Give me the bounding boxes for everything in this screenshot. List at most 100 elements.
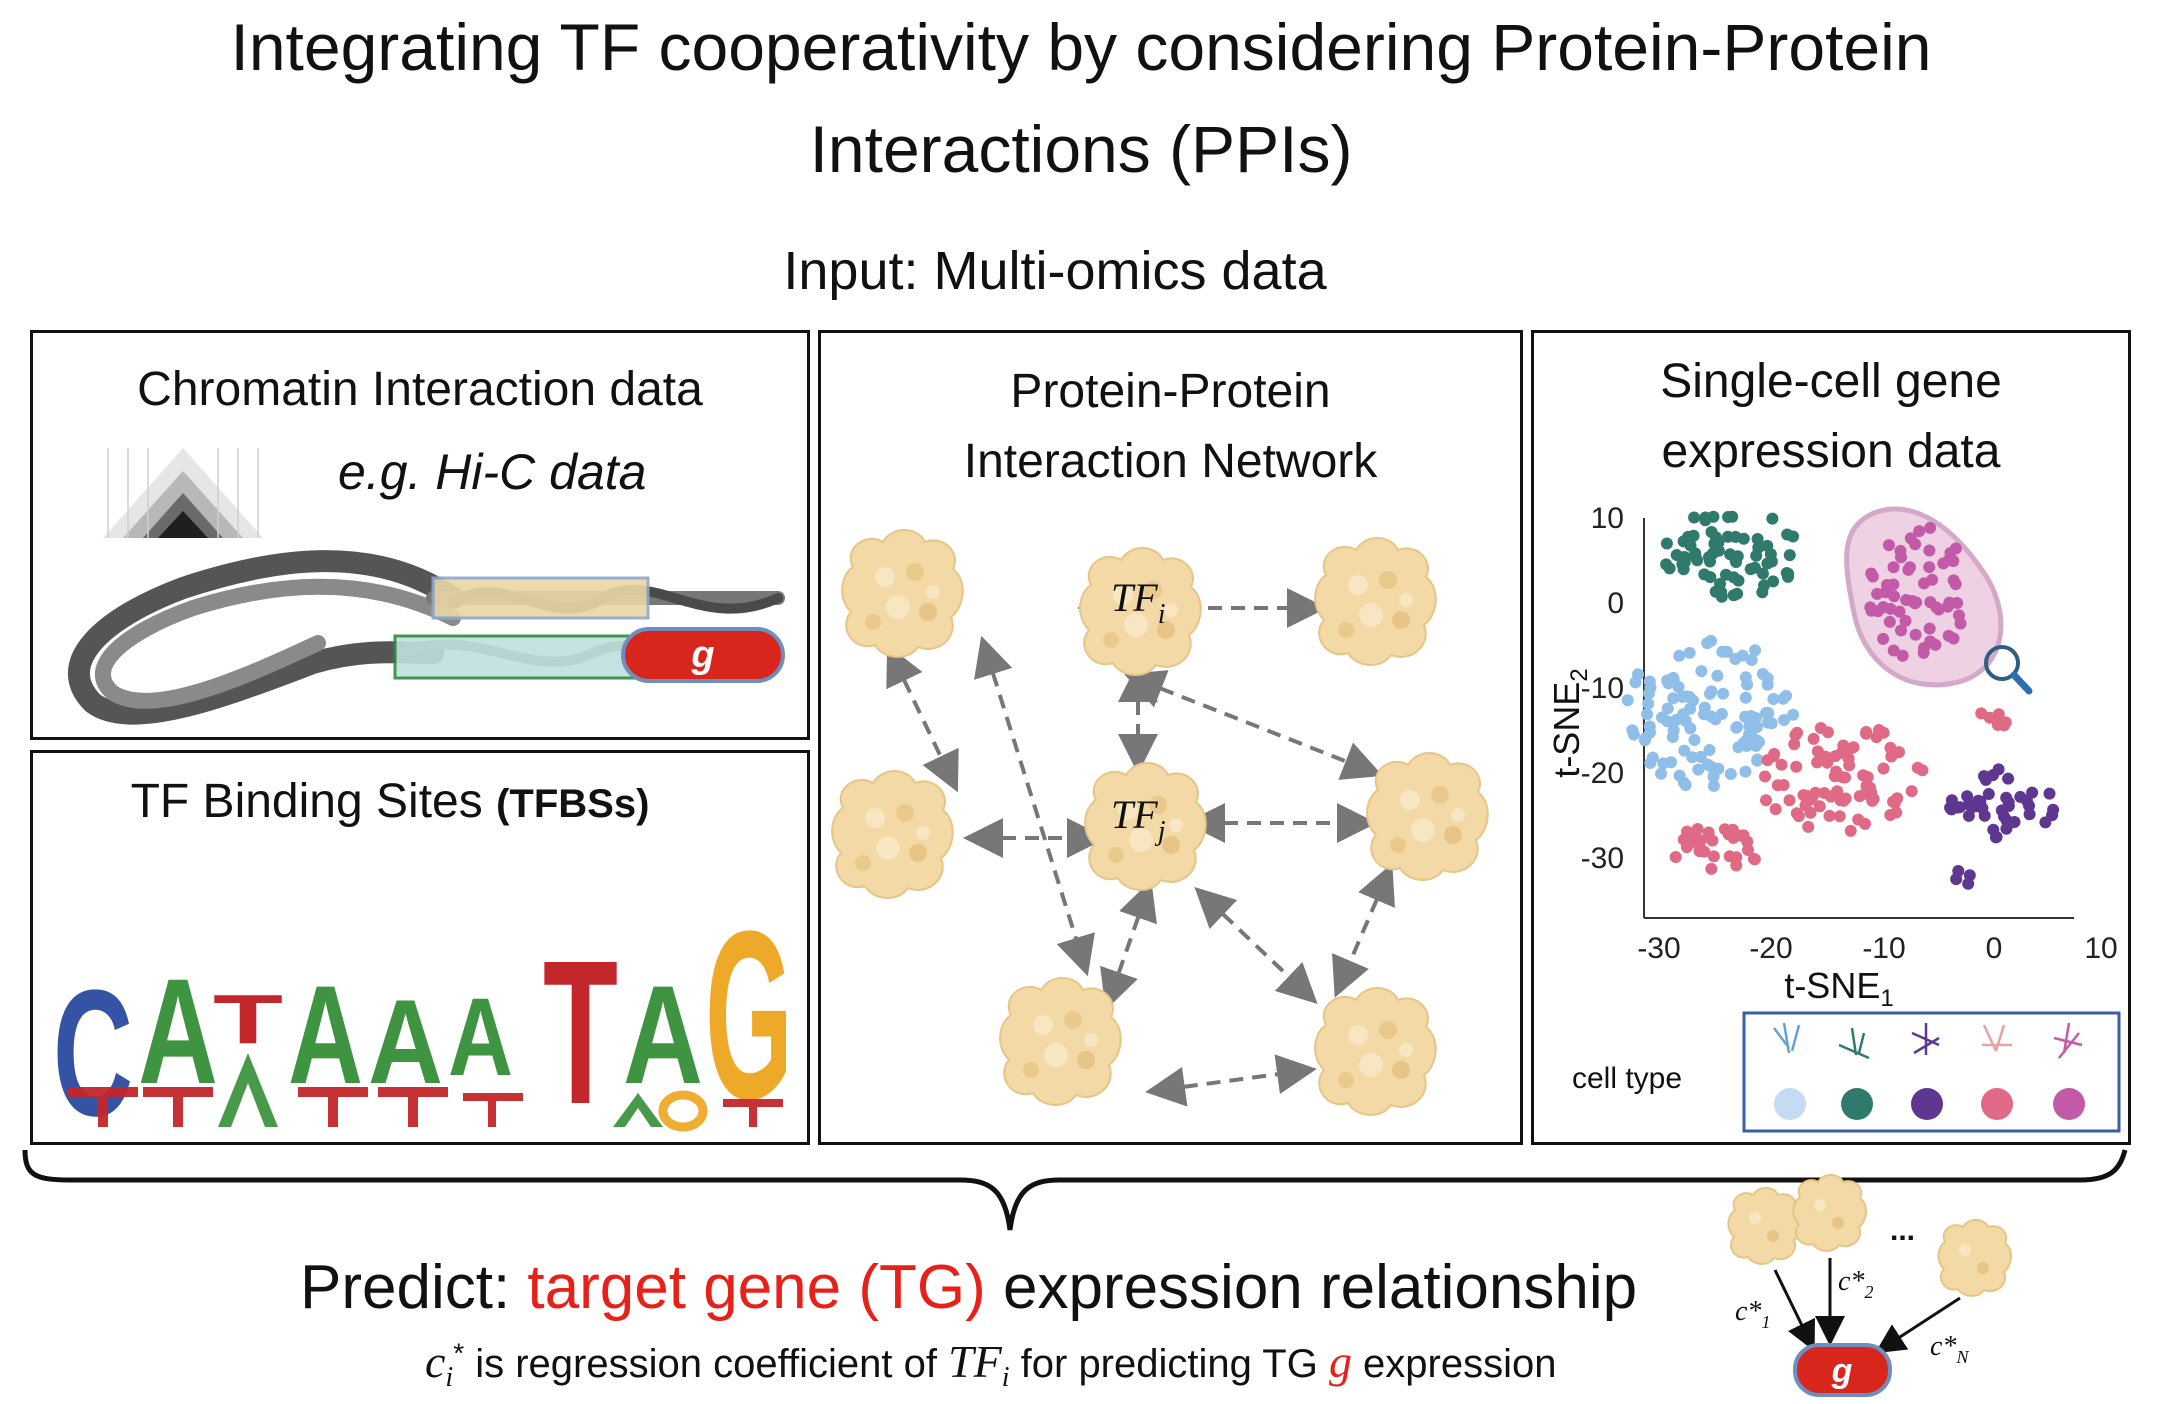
cell-point — [1688, 734, 1701, 746]
cell-point — [2014, 790, 2027, 803]
tfbs-title-text: TF Binding Sites — [130, 775, 483, 828]
tsne-points — [1621, 510, 2060, 890]
c2-label: c*2 — [1838, 1266, 1873, 1302]
cell-point — [1727, 571, 1740, 584]
cell-point — [1715, 708, 1728, 720]
cell-point — [1692, 763, 1705, 776]
cell-point — [1667, 692, 1680, 705]
desc-mid: is regression coefficient of — [464, 1342, 949, 1386]
cell-point — [1741, 835, 1754, 848]
y-tick: -20 — [1581, 757, 1624, 790]
cell-point — [2023, 799, 2035, 812]
curly-brace — [22, 1149, 2128, 1231]
cell-point — [1686, 751, 1699, 764]
cell-point — [1669, 851, 1682, 863]
edge — [1100, 879, 1157, 1011]
cell-point — [1753, 736, 1765, 748]
cell-point — [1883, 615, 1896, 628]
cell-point — [1797, 789, 1810, 802]
cell-point — [1689, 551, 1702, 563]
cell-point — [1788, 738, 1801, 751]
ellipsis: ... — [1890, 1214, 1915, 1247]
edge — [1194, 886, 1318, 1005]
cell-point — [1646, 751, 1659, 764]
cell-point — [1686, 827, 1699, 840]
cell-point — [1962, 877, 1975, 890]
cell-point — [1950, 873, 1963, 886]
cell-point — [1942, 629, 1955, 642]
cell-point — [1765, 717, 1778, 730]
desc-tf: TF — [948, 1336, 1002, 1387]
cell-type-purple-dot — [1911, 1088, 1943, 1120]
desc-tf-sub: i — [1001, 1362, 1010, 1393]
cell-point — [1989, 831, 2002, 844]
cell-point — [1764, 548, 1777, 561]
cell-point — [1701, 758, 1714, 771]
cell-point — [1852, 813, 1865, 826]
cell-point — [1760, 707, 1773, 719]
magnifier-handle — [2010, 671, 2033, 695]
cell-point — [1730, 859, 1743, 872]
logo-letter: A — [368, 975, 443, 1109]
cell-type-magenta-dot — [2053, 1088, 2085, 1120]
edge — [1332, 863, 1395, 998]
cell-point — [1715, 590, 1728, 603]
cell-point — [1707, 850, 1720, 863]
cell-point — [1857, 769, 1870, 782]
tf-i-label: TFi — [1111, 575, 1165, 630]
cell-point — [1829, 750, 1842, 763]
cell-point — [1739, 710, 1752, 723]
cell-point — [1672, 681, 1685, 693]
cell-point — [1888, 590, 1901, 603]
tf-j-label: TFj — [1111, 792, 1166, 847]
cell-point — [1678, 744, 1691, 757]
cell-point — [1877, 632, 1890, 645]
y-tick: 10 — [1591, 502, 1624, 535]
cell-point — [1760, 794, 1772, 807]
ppi-network: TFi TFj — [831, 528, 1489, 1116]
cell-point — [1884, 809, 1897, 821]
cell-point — [1991, 718, 2004, 731]
cell-point — [1899, 614, 1912, 627]
cell-point — [1739, 671, 1752, 684]
x-axis-label: t-SNE1 — [1784, 965, 1893, 1012]
edge — [1124, 670, 1383, 780]
cell-point — [1688, 511, 1701, 524]
cell-point — [1953, 801, 1966, 814]
cell-point — [1761, 557, 1774, 570]
tsne-plot: 10 0 -10 -20 -30 -30 -20 -10 0 10 t-SNE1… — [1546, 502, 2121, 1133]
cell-point — [1644, 681, 1657, 694]
desc-end2: expression — [1351, 1342, 1557, 1386]
cell-point — [1909, 538, 1922, 551]
cell-point — [1893, 605, 1906, 618]
cell-point — [1641, 708, 1653, 721]
cell-point — [1787, 708, 1800, 721]
sc-title-line2: expression data — [1661, 425, 2001, 478]
cell-point — [1992, 708, 2005, 721]
predict-target-gene: target gene (TG) — [527, 1253, 986, 1322]
cell-point — [1758, 579, 1770, 592]
cell-point — [1716, 645, 1729, 658]
cell-point — [1942, 554, 1955, 567]
cell-point — [1887, 644, 1900, 657]
cell-point — [1767, 750, 1780, 763]
cell-point — [1983, 711, 1996, 724]
cell-point — [1708, 537, 1721, 550]
cell-point — [1712, 762, 1725, 775]
cell-point — [1778, 714, 1790, 726]
cell-point — [1749, 644, 1762, 657]
cell-point — [1962, 809, 1975, 822]
cell-point — [1731, 587, 1744, 600]
input-label: Input: Multi-omics data — [783, 241, 1327, 301]
cell-point — [1730, 851, 1743, 864]
cell-point — [2023, 808, 2036, 821]
cell-point — [1859, 787, 1872, 800]
x-tick: 10 — [2084, 932, 2117, 965]
c1-label: c*1 — [1735, 1296, 1770, 1332]
cell-point — [1629, 676, 1642, 689]
x-tick: -30 — [1637, 932, 1680, 965]
sc-title-line1: Single-cell gene — [1660, 355, 2002, 408]
cell-point — [1678, 551, 1691, 563]
sequence-logo: C A T A A A A T A G — [53, 881, 793, 1154]
cell-point — [1918, 642, 1930, 654]
